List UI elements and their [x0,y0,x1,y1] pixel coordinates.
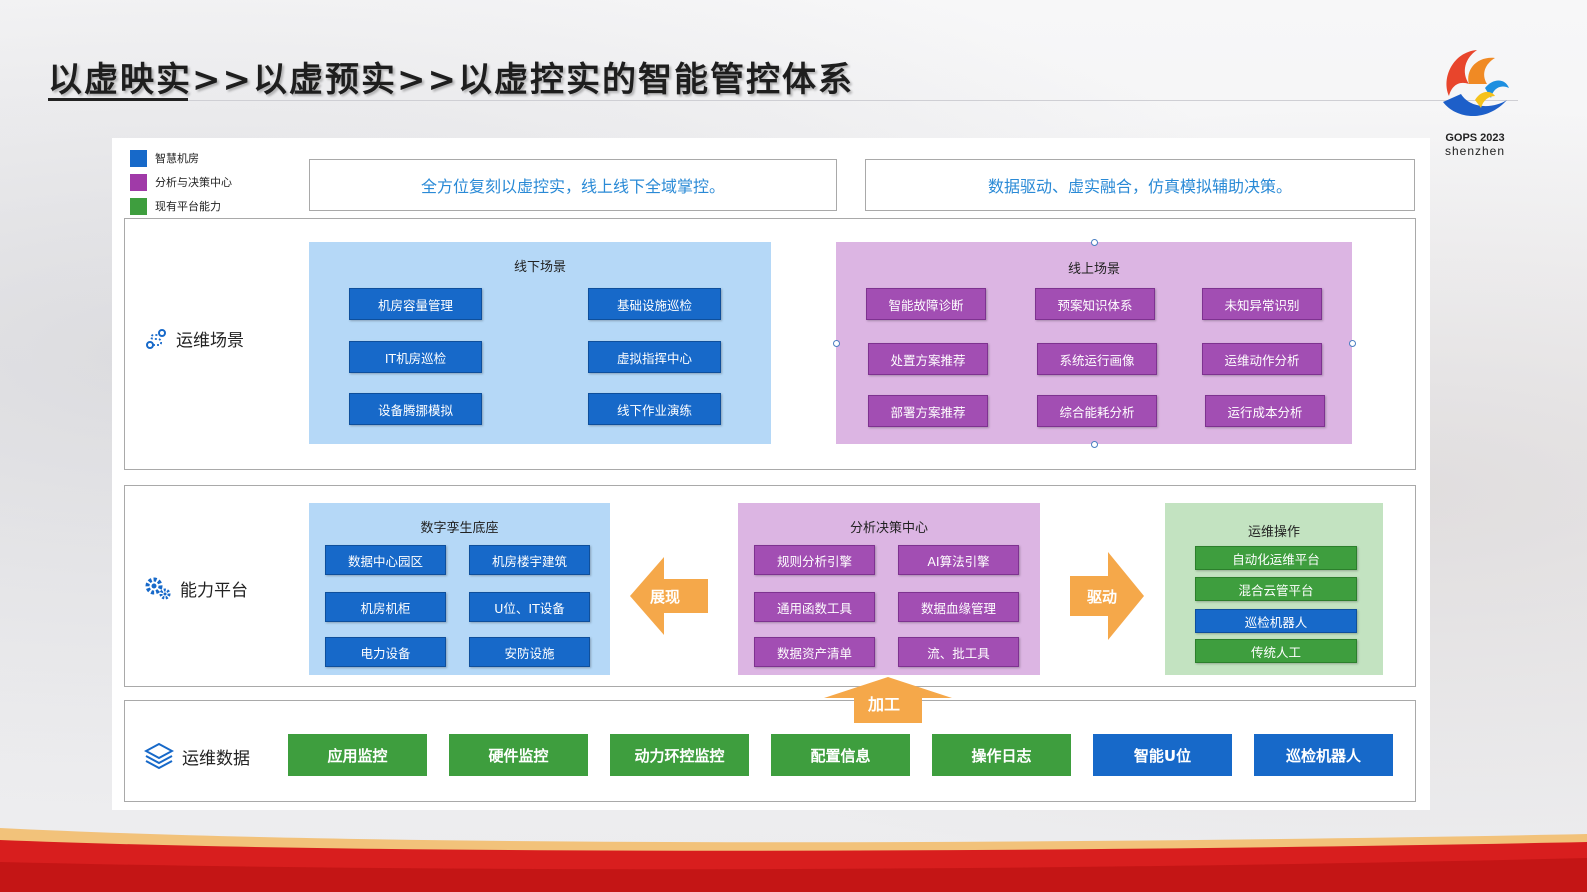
legend-swatch [130,197,147,215]
analysis-item: 流、批工具 [898,637,1019,667]
twin-item: 机房机柜 [325,592,446,622]
offline-scene-title: 线下场景 [513,260,566,275]
process-arrow-label: 加工 [868,695,901,714]
online-item: 智能故障诊断 [866,288,986,320]
digital-twin-title: 数字孪生底座 [420,521,499,536]
twin-item: 机房楼宇建筑 [469,545,590,575]
data-item: 巡检机器人 [1254,734,1393,776]
scene-row-title: 运维场景 [176,331,244,351]
selection-handle [1091,239,1098,246]
title-divider [48,100,1518,101]
display-arrow-label: 展现 [650,588,681,606]
gops-logo: GOPS 2023 shenzhen [1432,44,1518,158]
offline-item: 虚拟指挥中心 [588,341,721,373]
offline-item: 线下作业演练 [588,393,721,425]
drive-arrow-right [1070,552,1144,640]
twin-item: 安防设施 [469,637,590,667]
selection-handle [1091,441,1098,448]
analysis-item: AI算法引擎 [898,545,1019,575]
ops-title: 运维操作 [1247,525,1300,540]
data-item: 智能U位 [1093,734,1232,776]
data-item: 配置信息 [771,734,910,776]
online-item: 运维动作分析 [1202,343,1322,375]
ops-item: 巡检机器人 [1195,609,1357,633]
drive-arrow-label: 驱动 [1087,588,1118,606]
gears-icon [145,577,171,600]
analysis-item: 通用函数工具 [754,592,875,622]
gops-logo-icon [1443,50,1509,117]
process-arrow-up [824,677,952,723]
bottom-decor-band [0,828,1587,892]
online-item: 运行成本分析 [1205,395,1325,427]
legend-item-smart-room: 智慧机房 [130,146,232,170]
scene-row-label: 运维场景 [144,326,244,351]
logo-text-event: GOPS 2023 [1445,132,1505,144]
legend-label: 智慧机房 [155,152,199,165]
legend-item-platform: 现有平台能力 [130,194,232,218]
layers-icon [144,742,174,770]
offline-item: 基础设施巡检 [588,288,721,320]
data-row-title: 运维数据 [182,748,250,769]
online-item: 预案知识体系 [1035,288,1155,320]
header-box-left: 全方位复刻以虚控实，线上线下全域掌控。 [309,159,837,211]
display-arrow-left [630,557,708,635]
legend: 智慧机房 分析与决策中心 现有平台能力 [130,146,232,218]
data-item: 应用监控 [288,734,427,776]
data-row-label: 运维数据 [144,742,250,770]
online-scene-title: 线上场景 [1067,262,1120,277]
analysis-item: 数据资产清单 [754,637,875,667]
route-icon [146,328,166,349]
analysis-item: 数据血缘管理 [898,592,1019,622]
page-title: 以虚映实>>以虚预实>>以虚控实的智能管控体系 [48,60,854,100]
offline-item: 设备腾挪模拟 [349,393,482,425]
online-item: 综合能耗分析 [1037,395,1157,427]
selection-handle [833,340,840,347]
online-item: 系统运行画像 [1037,343,1157,375]
header-box-right: 数据驱动、虚实融合，仿真模拟辅助决策。 [865,159,1415,211]
offline-item: IT机房巡检 [349,341,482,373]
data-item: 操作日志 [932,734,1071,776]
online-item: 处置方案推荐 [868,343,988,375]
twin-item: 数据中心园区 [325,545,446,575]
selection-handle [1349,340,1356,347]
legend-swatch [130,173,147,191]
online-item: 部署方案推荐 [868,395,988,427]
legend-label: 分析与决策中心 [155,176,232,189]
data-item: 动力环控监控 [610,734,749,776]
data-item: 硬件监控 [449,734,588,776]
analysis-center-title: 分析决策中心 [849,521,928,536]
online-item: 未知异常识别 [1202,288,1322,320]
platform-row-label: 能力平台 [144,575,248,601]
ops-item: 传统人工 [1195,639,1357,663]
title-underline [48,98,188,101]
analysis-item: 规则分析引擎 [754,545,875,575]
ops-item: 混合云管平台 [1195,577,1357,601]
ops-item: 自动化运维平台 [1195,546,1357,570]
twin-item: U位、IT设备 [469,592,590,622]
logo-text-city: shenzhen [1444,144,1506,158]
twin-item: 电力设备 [325,637,446,667]
legend-item-analysis: 分析与决策中心 [130,170,232,194]
legend-swatch [130,149,147,167]
legend-label: 现有平台能力 [155,200,221,213]
platform-row-title: 能力平台 [180,580,248,601]
offline-item: 机房容量管理 [349,288,482,320]
